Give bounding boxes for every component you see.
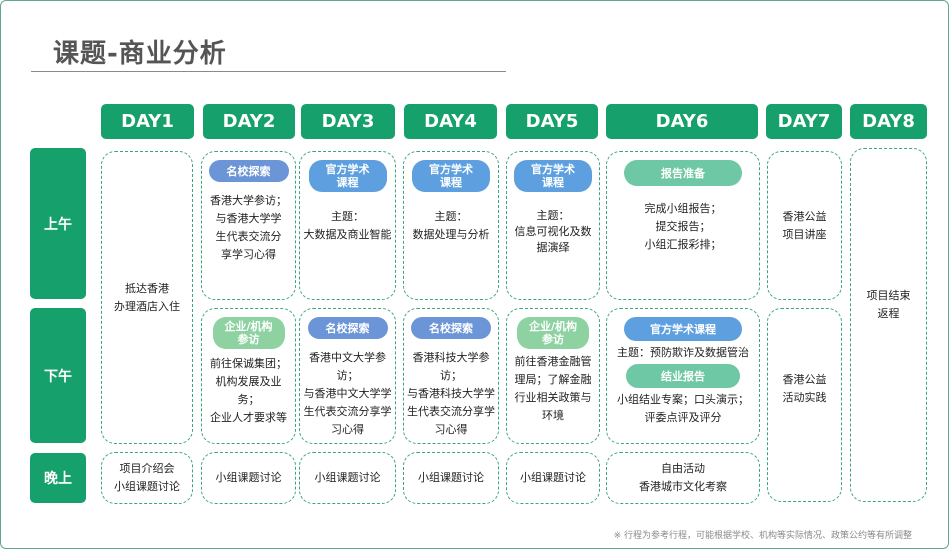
day6-afternoon-tag-course: 官方学术课程: [624, 317, 742, 341]
day6-afternoon-text-report: 小组结业专案；口头演示； 评委点评及评分: [617, 393, 749, 424]
day5-morning-cell: 官方学术 课程 主题： 信息可视化及数 据演绎: [506, 151, 600, 300]
day5-evening-cell: 小组课题讨论: [506, 452, 600, 504]
day4-morning-text: 主题： 数据处理与分析: [412, 210, 490, 241]
day8-daytime-text: 项目结束 返程: [866, 289, 911, 320]
title-divider: [31, 71, 506, 72]
day-header-8: DAY8: [850, 104, 927, 139]
day3-evening-text: 小组课题讨论: [314, 471, 381, 484]
day-header-3: DAY3: [301, 104, 395, 139]
day5-afternoon-tag: 企业/机构 参访: [517, 317, 589, 349]
day5-evening-text: 小组课题讨论: [520, 471, 586, 484]
day7-afternoon-cell: 香港公益 活动实践: [767, 308, 842, 502]
day2-afternoon-text: 前往保诚集团； 机构发展及业务； 企业人才要求等: [210, 357, 287, 424]
day5-afternoon-text: 前往香港金融管 理局；了解金融 行业相关政策与 环境: [514, 355, 592, 422]
day3-morning-cell: 官方学术 课程 主题： 大数据及商业智能: [299, 151, 396, 300]
day4-morning-cell: 官方学术 课程 主题： 数据处理与分析: [403, 151, 499, 300]
day1-daytime-cell: 抵达香港 办理酒店入住: [101, 151, 193, 444]
day6-morning-tag: 报告准备: [624, 160, 742, 186]
day-header-5: DAY5: [506, 104, 598, 139]
day7-morning-cell: 香港公益 项目讲座: [767, 151, 842, 300]
day-header-2: DAY2: [203, 104, 295, 139]
row-header-evening: 晚上: [30, 453, 86, 503]
row-header-morning: 上午: [30, 148, 86, 299]
day6-afternoon-cell: 官方学术课程 主题：预防欺诈及数据管治 结业报告 小组结业专案；口头演示； 评委…: [606, 308, 760, 444]
row-header-afternoon: 下午: [30, 308, 86, 443]
day3-morning-text: 主题： 大数据及商业智能: [303, 210, 392, 241]
day4-evening-cell: 小组课题讨论: [403, 452, 499, 504]
day1-daytime-text: 抵达香港 办理酒店入住: [114, 281, 180, 313]
day-header-1: DAY1: [101, 104, 194, 139]
day6-evening-text: 自由活动 香港城市文化考察: [639, 462, 727, 493]
day6-afternoon-text-course: 主题：预防欺诈及数据管治: [617, 346, 749, 359]
day5-morning-text: 主题： 信息可视化及数 据演绎: [514, 209, 592, 254]
day2-morning-tag: 名校探索: [208, 160, 289, 182]
day-header-6: DAY6: [606, 104, 758, 139]
day4-evening-text: 小组课题讨论: [418, 471, 484, 484]
day3-evening-cell: 小组课题讨论: [299, 452, 396, 504]
day1-evening-text: 项目介绍会 小组课题讨论: [114, 462, 180, 493]
day2-evening-text: 小组课题讨论: [215, 471, 282, 484]
day4-afternoon-tag: 名校探索: [411, 317, 491, 339]
day6-afternoon-tag-report: 结业报告: [626, 364, 740, 388]
day4-afternoon-cell: 名校探索 香港科技大学参访； 与香港科技大学学 生代表交流分享学 习心得: [403, 308, 499, 444]
day2-morning-text: 香港大学参访； 与香港大学学 生代表交流分 享学习心得: [210, 194, 287, 261]
page-title: 课题-商业分析: [53, 39, 227, 69]
day5-morning-tag: 官方学术 课程: [514, 160, 592, 192]
day2-afternoon-cell: 企业/机构 参访 前往保诚集团； 机构发展及业务； 企业人才要求等: [201, 308, 296, 444]
day3-morning-tag: 官方学术 课程: [308, 160, 387, 192]
day7-afternoon-text: 香港公益 活动实践: [782, 373, 827, 404]
day6-morning-cell: 报告准备 完成小组报告； 提交报告； 小组汇报彩排；: [606, 151, 760, 300]
day7-morning-text: 香港公益 项目讲座: [782, 209, 827, 241]
day2-afternoon-tag: 企业/机构 参访: [212, 317, 285, 349]
day3-afternoon-text: 香港中文大学参访； 与香港中文大学学 生代表交流分享学 习心得: [303, 351, 392, 436]
day4-morning-tag: 官方学术 课程: [412, 160, 490, 192]
day5-afternoon-cell: 企业/机构 参访 前往香港金融管 理局；了解金融 行业相关政策与 环境: [506, 308, 600, 444]
day6-evening-cell: 自由活动 香港城市文化考察: [606, 452, 760, 504]
day6-morning-text: 完成小组报告； 提交报告； 小组汇报彩排；: [644, 202, 722, 251]
day2-morning-cell: 名校探索 香港大学参访； 与香港大学学 生代表交流分 享学习心得: [201, 151, 296, 300]
day3-afternoon-tag: 名校探索: [307, 317, 388, 339]
day3-afternoon-cell: 名校探索 香港中文大学参访； 与香港中文大学学 生代表交流分享学 习心得: [299, 308, 396, 444]
day2-evening-cell: 小组课题讨论: [201, 452, 296, 504]
footnote: ※ 行程为参考行程，可能根据学校、机构等实际情况、政策公约等有所调整: [613, 531, 912, 541]
day1-evening-cell: 项目介绍会 小组课题讨论: [101, 452, 193, 504]
day8-daytime-cell: 项目结束 返程: [850, 148, 927, 502]
day4-afternoon-text: 香港科技大学参访； 与香港科技大学学 生代表交流分享学 习心得: [407, 351, 495, 436]
day-header-4: DAY4: [404, 104, 497, 139]
day-header-7: DAY7: [766, 104, 842, 139]
